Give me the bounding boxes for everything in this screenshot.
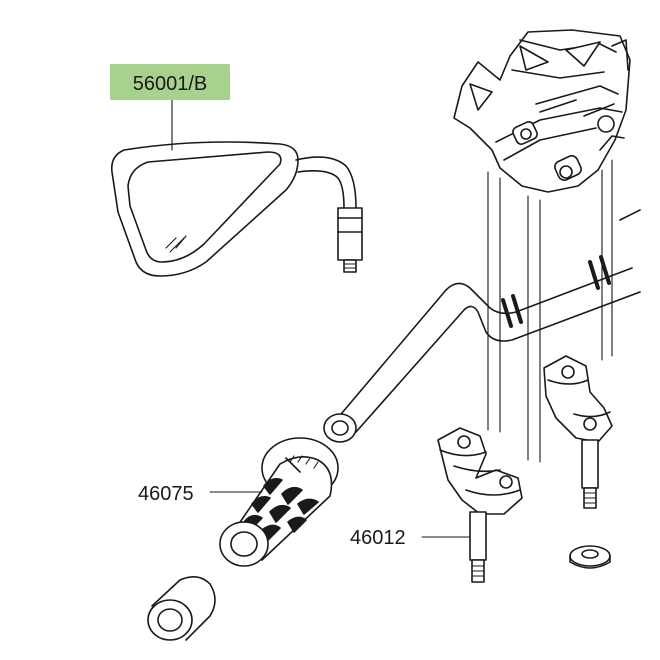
leader-lines	[171, 99, 471, 538]
handlebar	[323, 209, 641, 443]
part-label-46012[interactable]: 46012	[350, 527, 406, 549]
bar-end-weight	[147, 576, 216, 641]
handlebar-grip	[219, 437, 339, 567]
rear-view-mirror	[110, 141, 363, 277]
upper-bracket	[453, 29, 631, 193]
washer	[569, 545, 611, 569]
highlight-box	[110, 64, 230, 100]
holder-clamp-left	[437, 427, 523, 515]
holder-clamp-right	[543, 355, 613, 443]
stem-lines	[487, 159, 613, 463]
part-number-mirror: 56001/B	[133, 73, 208, 95]
part-number-holder-bolt: 46012	[350, 527, 406, 549]
holder-bolt-right	[581, 439, 599, 509]
holder-bolt-left	[469, 511, 487, 583]
part-label-56001-b[interactable]: 56001/B	[110, 64, 230, 100]
part-label-46075[interactable]: 46075	[138, 483, 194, 505]
grip-pattern	[243, 455, 319, 541]
part-number-grip: 46075	[138, 483, 194, 505]
